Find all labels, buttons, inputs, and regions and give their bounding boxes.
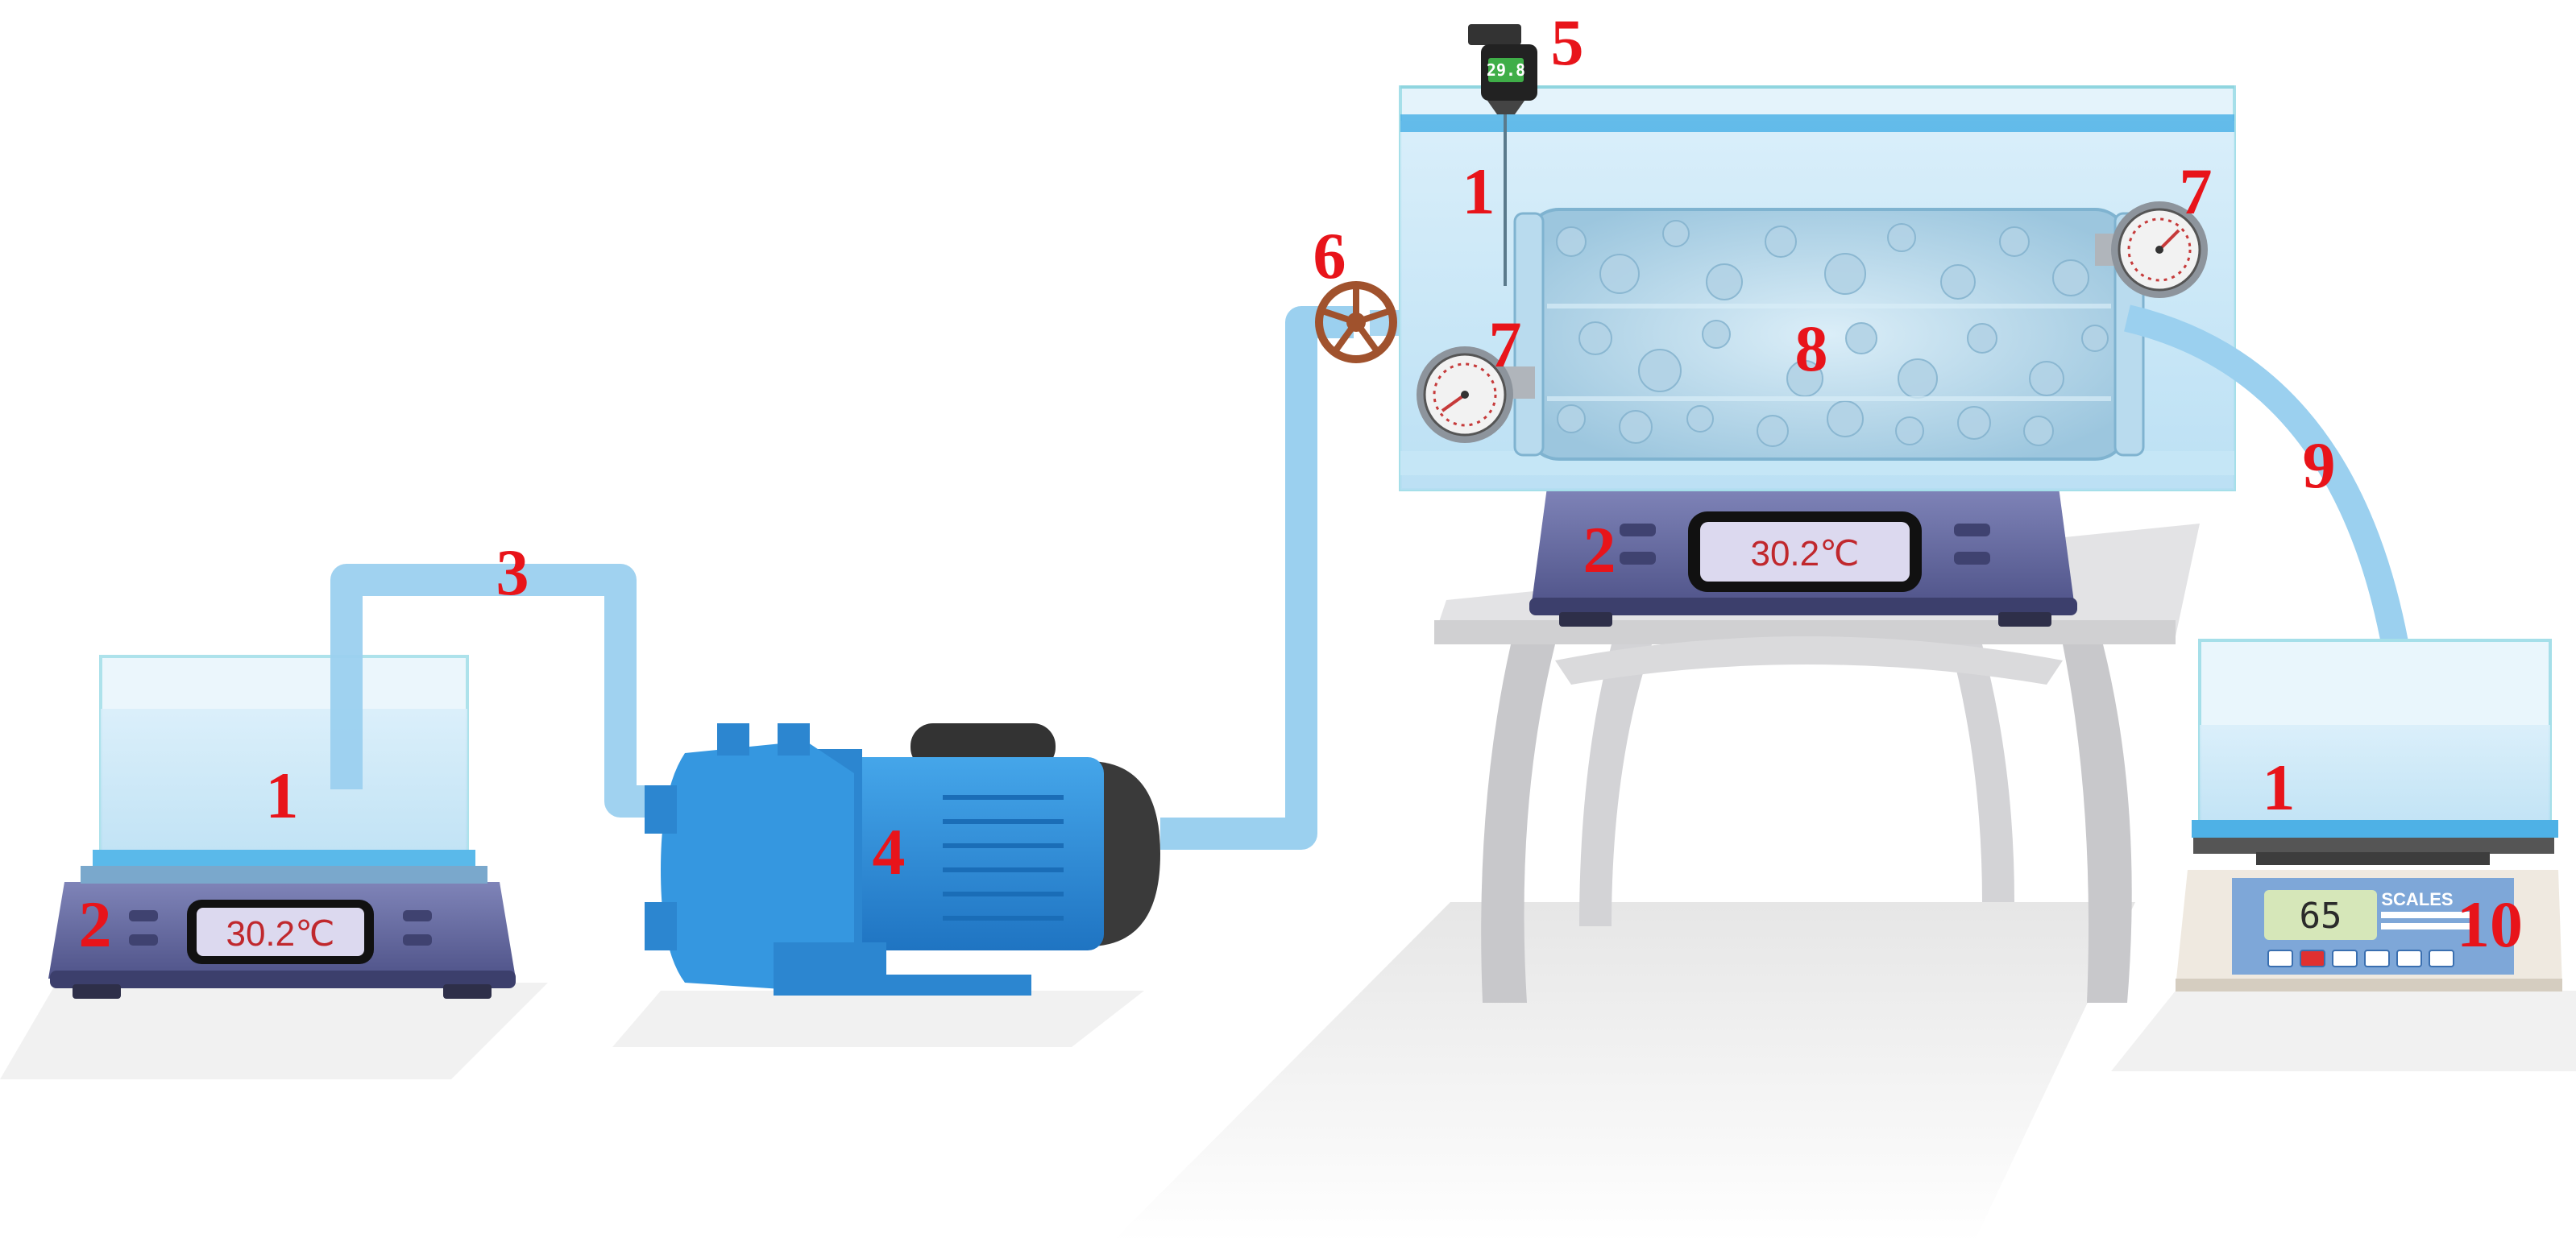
label-gauge-left: 7: [1489, 308, 1522, 381]
heater-left-display: 30.2℃: [226, 914, 334, 954]
scale-brand: SCALES: [2381, 889, 2453, 909]
label-pump: 4: [873, 815, 906, 888]
label-tank-right: 1: [2263, 751, 2296, 824]
supply-pipe: [1160, 306, 1354, 850]
valve-wheel-icon: [1315, 281, 1397, 363]
right-water-tank: [2192, 639, 2558, 839]
left-assembly: 30.2℃: [48, 655, 516, 999]
label-specimen: 8: [1795, 312, 1828, 385]
rock-specimen: [1525, 208, 2129, 461]
label-sensor: 5: [1551, 6, 1584, 79]
label-tank-main: 1: [1462, 155, 1495, 228]
main-water-tank: [1399, 85, 2236, 491]
label-heater-main: 2: [1583, 513, 1616, 586]
floor-shadows: [0, 902, 2576, 1242]
label-tank-left: 1: [266, 759, 299, 832]
left-water-tank: [81, 655, 487, 884]
label-heater-left: 2: [79, 888, 112, 961]
heating-plate-icon: 30.2℃: [1529, 487, 2077, 627]
label-pipe-inlet: 3: [496, 536, 529, 609]
label-valve: 6: [1313, 219, 1346, 292]
heater-main-display: 30.2℃: [1750, 534, 1859, 573]
right-assembly: 65 SCALES: [2176, 639, 2562, 992]
water-pump-icon: [645, 723, 1160, 996]
label-gauge-right: 7: [2180, 155, 2213, 228]
pressure-gauge-icon: [1417, 346, 1535, 443]
heating-plate-icon: 30.2℃: [48, 882, 516, 999]
label-scale: 10: [2457, 888, 2523, 961]
label-pipe-outlet: 9: [2303, 428, 2336, 502]
inlet-pipe: [330, 564, 677, 818]
sensor-display: 29.8: [1487, 60, 1525, 80]
component-labels: 1 2 3 4 5 6 1 7 7 8 2 9 1 10: [79, 6, 2524, 961]
temperature-sensor-icon: 29.8: [1468, 24, 1537, 114]
scale-display: 65: [2300, 896, 2342, 937]
pressure-gauge-icon: [2095, 201, 2208, 298]
weighing-scale-icon: 65 SCALES: [2176, 838, 2562, 992]
